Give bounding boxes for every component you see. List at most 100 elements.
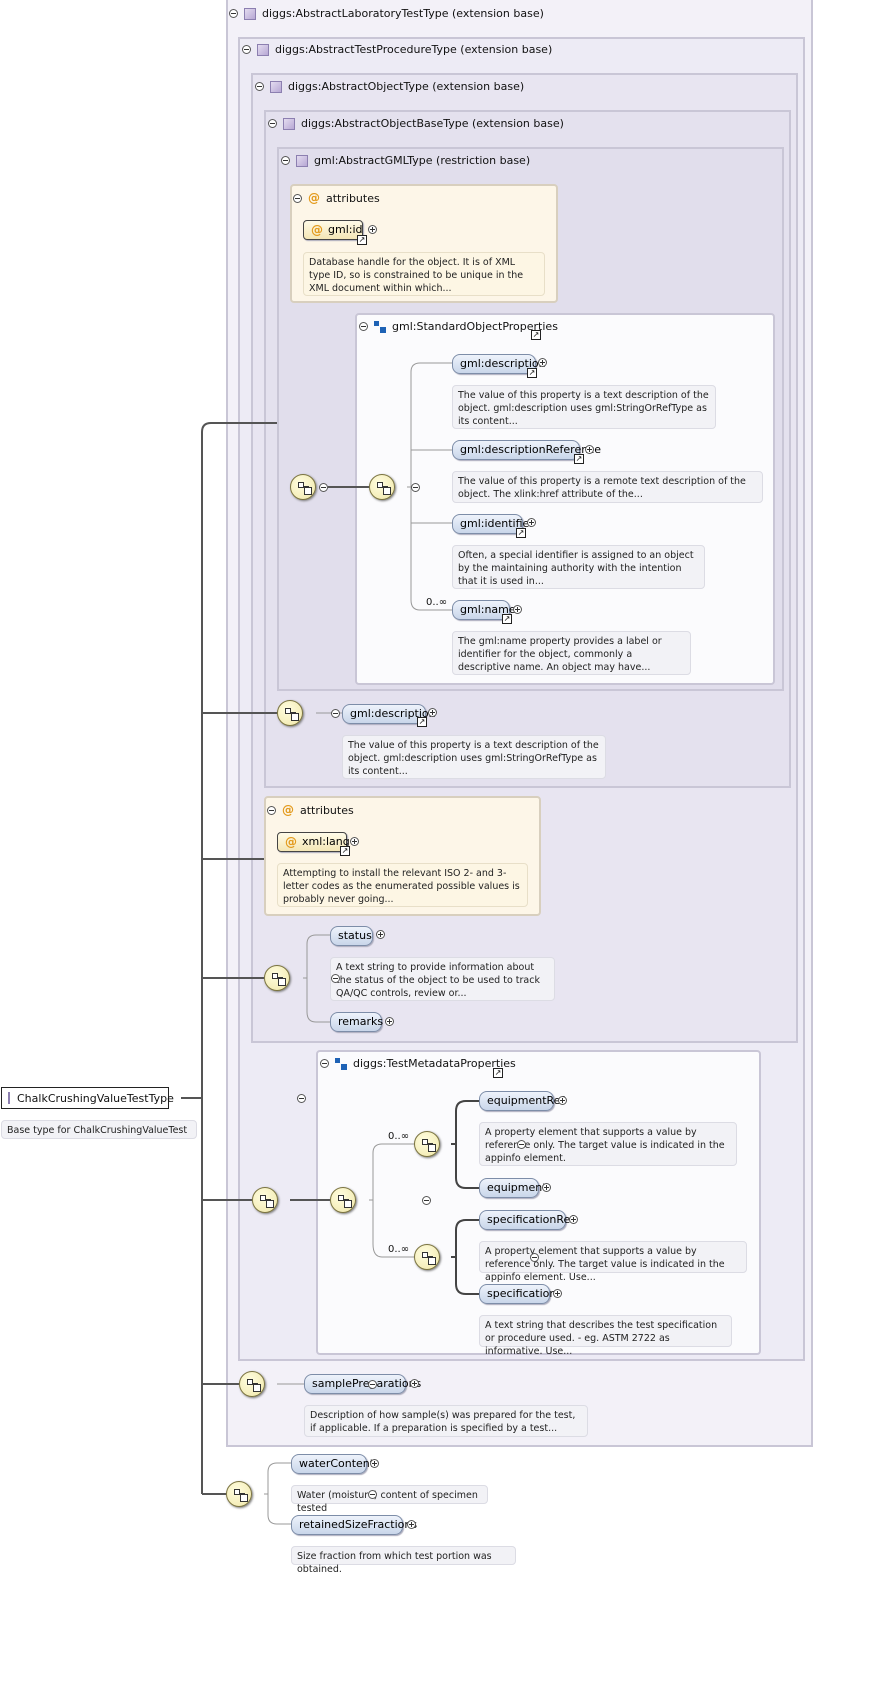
sequence-icon[interactable] xyxy=(277,700,303,726)
base-header-lab[interactable]: diggs:AbstractLaboratoryTestType (extens… xyxy=(229,7,544,20)
expand-icon[interactable] xyxy=(513,605,522,614)
attr-xml-lang-label: xml:lang xyxy=(302,835,350,848)
test-meta-header[interactable]: diggs:TestMetadataProperties xyxy=(320,1057,516,1070)
root-type-box[interactable]: ChalkCrushingValueTestType xyxy=(1,1087,174,1109)
collapse-icon[interactable] xyxy=(368,1380,377,1389)
base-header-gml[interactable]: gml:AbstractGMLType (restriction base) xyxy=(281,154,530,167)
expand-icon[interactable] xyxy=(538,358,547,367)
collapse-icon[interactable] xyxy=(267,805,276,815)
el-gml-identifier-doc: Often, a special identifier is assigned … xyxy=(452,545,705,589)
collapse-icon[interactable] xyxy=(359,322,368,331)
el-gml-identifier[interactable]: gml:identifier xyxy=(452,514,534,534)
base-label-obj: diggs:AbstractObjectType (extension base… xyxy=(288,80,525,93)
attr-xml-lang[interactable]: @ xml:lang xyxy=(277,832,350,852)
reference-arrow-icon: ↗ xyxy=(417,717,427,727)
expand-icon[interactable] xyxy=(368,225,377,234)
sequence-icon[interactable] xyxy=(330,1187,356,1213)
el-specificationRef[interactable]: specificationRef xyxy=(479,1210,574,1230)
group-icon xyxy=(335,1057,347,1070)
base-header-obj[interactable]: diggs:AbstractObjectType (extension base… xyxy=(255,80,524,93)
el-objbase-description[interactable]: gml:description xyxy=(342,704,436,724)
std-props-header[interactable]: gml:StandardObjectProperties xyxy=(359,320,558,333)
el-status[interactable]: status xyxy=(330,926,373,946)
expand-icon[interactable] xyxy=(527,518,536,527)
collapse-icon[interactable] xyxy=(367,1490,377,1499)
complex-type-icon xyxy=(244,7,256,20)
expand-icon[interactable] xyxy=(407,1520,416,1529)
el-specificationRef-doc: A property element that supports a value… xyxy=(479,1241,747,1283)
collapse-icon[interactable] xyxy=(529,1253,539,1262)
el-gml-name[interactable]: gml:name xyxy=(452,600,516,620)
collapse-icon[interactable] xyxy=(331,709,340,718)
el-gml-description[interactable]: gml:description xyxy=(452,354,546,374)
reference-arrow-icon: ↗ xyxy=(340,846,350,856)
attr-xml-lang-doc: Attempting to install the relevant ISO 2… xyxy=(277,863,528,907)
collapse-icon[interactable] xyxy=(319,483,328,492)
attr-gml-id[interactable]: @ gml:id xyxy=(303,220,363,240)
expand-icon[interactable] xyxy=(350,837,359,846)
collapse-icon[interactable] xyxy=(517,1140,526,1149)
el-equipmentRef-doc: A property element that supports a value… xyxy=(479,1122,737,1166)
collapse-icon[interactable] xyxy=(255,82,264,91)
reference-arrow-icon: ↗ xyxy=(574,454,584,464)
multiplicity-label: 0..∞ xyxy=(426,597,448,608)
el-retainedSizeFractions[interactable]: retainedSizeFractions xyxy=(291,1515,417,1535)
sequence-icon[interactable] xyxy=(264,965,290,991)
collapse-icon[interactable] xyxy=(281,156,290,165)
attribute-icon: @ xyxy=(311,223,323,237)
expand-icon[interactable] xyxy=(428,708,437,717)
expand-icon[interactable] xyxy=(385,1017,394,1026)
el-remarks[interactable]: remarks xyxy=(330,1012,383,1032)
base-label-lab: diggs:AbstractLaboratoryTestType (extens… xyxy=(262,7,544,20)
el-samplePreparations[interactable]: samplePreparations xyxy=(304,1374,421,1394)
attributes-label: attributes xyxy=(326,191,380,205)
el-gml-descriptionReference-doc: The value of this property is a remote t… xyxy=(452,471,763,503)
sequence-icon[interactable] xyxy=(414,1131,440,1157)
root-type-label: ChalkCrushingValueTestType xyxy=(17,1091,174,1105)
reference-arrow-icon: ↗ xyxy=(531,330,541,340)
expand-icon[interactable] xyxy=(553,1289,562,1298)
attributes-label: attributes xyxy=(300,803,354,817)
el-equipment[interactable]: equipment xyxy=(479,1178,547,1198)
sequence-icon[interactable] xyxy=(369,474,395,500)
base-header-proc[interactable]: diggs:AbstractTestProcedureType (extensi… xyxy=(242,43,552,56)
el-gml-descriptionReference[interactable]: gml:descriptionReference xyxy=(452,440,601,460)
expand-icon[interactable] xyxy=(558,1096,567,1105)
collapse-icon[interactable] xyxy=(242,45,251,54)
sequence-icon[interactable] xyxy=(290,474,316,500)
base-header-objbase[interactable]: diggs:AbstractObjectBaseType (extension … xyxy=(268,117,564,130)
el-samplePreparations-doc: Description of how sample(s) was prepare… xyxy=(304,1405,588,1437)
gml-attributes-header[interactable]: @ attributes xyxy=(293,191,380,205)
el-waterContent[interactable]: waterContent xyxy=(291,1454,374,1474)
sequence-icon[interactable] xyxy=(252,1187,278,1213)
obj-attributes-header[interactable]: @ attributes xyxy=(267,803,354,817)
expand-icon[interactable] xyxy=(370,1459,379,1468)
multiplicity-label: 0..∞ xyxy=(388,1244,410,1255)
el-gml-name-doc: The gml:name property provides a label o… xyxy=(452,631,691,675)
collapse-icon[interactable] xyxy=(293,193,302,203)
collapse-icon[interactable] xyxy=(421,1196,431,1205)
sequence-icon[interactable] xyxy=(239,1371,265,1397)
sequence-icon[interactable] xyxy=(414,1244,440,1270)
expand-icon[interactable] xyxy=(542,1183,551,1192)
complex-type-icon xyxy=(270,80,282,93)
root-type-doc: Base type for ChalkCrushingValueTest xyxy=(1,1120,197,1139)
collapse-icon[interactable] xyxy=(410,483,420,492)
collapse-icon[interactable] xyxy=(229,9,238,18)
el-specification[interactable]: specification xyxy=(479,1284,556,1304)
expand-icon[interactable] xyxy=(376,930,385,939)
complex-type-icon xyxy=(296,154,308,167)
el-equipmentRef[interactable]: equipmentRef xyxy=(479,1091,564,1111)
attribute-icon: @ xyxy=(282,803,294,817)
collapse-icon[interactable] xyxy=(330,974,340,983)
expand-icon[interactable] xyxy=(410,1379,419,1388)
reference-arrow-icon: ↗ xyxy=(493,1068,503,1078)
collapse-icon[interactable] xyxy=(268,119,277,128)
collapse-icon[interactable] xyxy=(320,1059,329,1068)
collapse-icon[interactable] xyxy=(297,1094,306,1103)
sequence-icon[interactable] xyxy=(226,1481,252,1507)
base-label-gml: gml:AbstractGMLType (restriction base) xyxy=(314,154,531,167)
attr-gml-id-doc: Database handle for the object. It is of… xyxy=(303,252,545,296)
expand-icon[interactable] xyxy=(569,1215,578,1224)
expand-icon[interactable] xyxy=(585,445,594,454)
